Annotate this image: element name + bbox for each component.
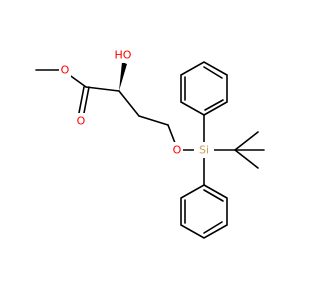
lower-phenyl-double-2	[203, 221, 223, 234]
ether-oxygen-bg	[171, 142, 183, 158]
molecule-structure: O O HO O Si	[35, 47, 265, 239]
bond-alpha-beta	[118, 90, 140, 117]
bond-tbu-methyl-3	[234, 149, 259, 169]
upper-phenyl-double-1	[204, 99, 224, 111]
hydroxyl-label: HO	[115, 49, 132, 62]
bond-carbonyl-double-2	[83, 86, 90, 114]
methoxy-oxygen-label: O	[61, 64, 70, 77]
bond-gamma-o	[167, 124, 176, 144]
upper-phenyl-ring	[180, 61, 228, 116]
carbonyl-oxygen-bg	[74, 113, 88, 129]
carbonyl-oxygen-label: O	[77, 115, 86, 128]
bond-beta-gamma	[138, 115, 169, 126]
bond-alpha-oh-wedge	[119, 62, 127, 91]
bond-tbu-methyl-1	[234, 131, 259, 151]
bond-carbonyl-double-1	[78, 86, 85, 114]
lower-phenyl-ring	[180, 184, 228, 239]
bond-carbonyl-c-alpha	[85, 86, 120, 92]
hydroxyl-bg	[111, 47, 135, 63]
silicon-label: Si	[199, 144, 209, 157]
ether-oxygen-label: O	[173, 144, 182, 157]
methoxy-oxygen-bg	[59, 62, 71, 78]
lower-phenyl-double-1	[203, 189, 224, 202]
upper-phenyl-double-2	[203, 66, 223, 79]
silicon-bg	[194, 142, 214, 158]
